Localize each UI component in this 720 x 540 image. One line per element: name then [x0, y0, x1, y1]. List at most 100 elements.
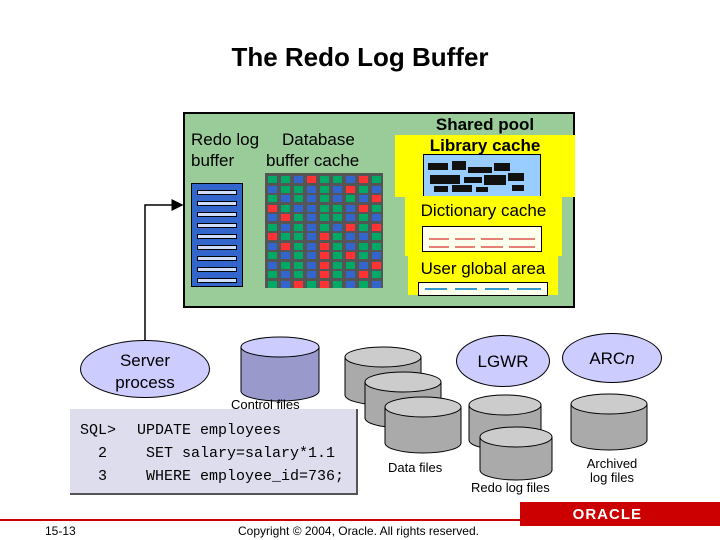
data-files-disks — [344, 346, 462, 454]
buffer-block — [333, 195, 342, 202]
archived-log-files-disk — [570, 393, 648, 451]
redo-log-buffer-label-1: Redo log — [191, 130, 260, 149]
buffer-block — [268, 204, 277, 212]
buffer-block — [307, 261, 316, 269]
buffer-block — [294, 185, 303, 193]
server-process-label-2: process — [115, 373, 175, 392]
copyright: Copyright © 2004, Oracle. All rights res… — [238, 524, 479, 538]
buffer-block — [372, 204, 381, 212]
buffer-block — [359, 233, 368, 240]
archived-log-files-label-2: log files — [589, 470, 635, 485]
sql-line-1: SQL> UPDATE employees — [80, 422, 282, 439]
sql-statement: SQL> UPDATE employees 2 SET salary=salar… — [70, 409, 358, 495]
buffer-block — [294, 242, 303, 250]
library-cache — [423, 154, 541, 198]
buffer-block — [359, 176, 368, 183]
buffer-block — [359, 195, 368, 202]
buffer-block — [333, 280, 342, 288]
buffer-block — [333, 204, 342, 212]
buffer-block — [333, 185, 342, 193]
buffer-block — [294, 195, 303, 202]
buffer-block — [359, 214, 368, 221]
page-title: The Redo Log Buffer — [231, 42, 489, 72]
buffer-block — [346, 176, 355, 183]
sql-line-2: 2 SET salary=salary*1.1 — [80, 445, 336, 462]
buffer-block — [320, 280, 329, 288]
buffer-block — [294, 271, 303, 278]
buffer-block — [307, 204, 316, 212]
db-buffer-cache-label-1: Database — [282, 130, 355, 149]
buffer-block — [268, 214, 277, 221]
buffer-block — [294, 176, 303, 183]
archived-log-files-label-1: Archived — [586, 456, 638, 471]
buffer-block — [281, 271, 290, 278]
buffer-block — [307, 252, 316, 259]
buffer-block — [307, 185, 316, 193]
uga-rows — [418, 282, 548, 296]
buffer-block — [346, 214, 355, 221]
buffer-block — [333, 261, 342, 269]
buffer-block — [281, 195, 290, 202]
buffer-block — [320, 242, 329, 250]
buffer-block — [268, 176, 277, 183]
shared-pool-label: Shared pool — [435, 115, 535, 134]
buffer-block — [268, 261, 277, 269]
buffer-block — [294, 214, 303, 221]
buffer-block — [268, 271, 277, 278]
buffer-block — [346, 233, 355, 240]
buffer-block — [359, 280, 368, 288]
buffer-block — [281, 204, 290, 212]
buffer-block — [281, 252, 290, 259]
buffer-block — [359, 261, 368, 269]
buffer-block — [320, 176, 329, 183]
buffer-block — [320, 261, 329, 269]
buffer-block — [307, 176, 316, 183]
buffer-block — [320, 204, 329, 212]
buffer-block — [372, 261, 381, 269]
buffer-block — [333, 214, 342, 221]
buffer-block — [307, 195, 316, 202]
buffer-block — [320, 195, 329, 202]
buffer-block — [294, 233, 303, 240]
buffer-block — [346, 223, 355, 231]
buffer-block — [268, 223, 277, 231]
buffer-block — [294, 223, 303, 231]
buffer-block — [372, 214, 381, 221]
buffer-block — [281, 280, 290, 288]
database-buffer-cache — [265, 173, 383, 288]
buffer-block — [346, 195, 355, 202]
buffer-block — [281, 176, 290, 183]
buffer-block — [359, 252, 368, 259]
buffer-block — [372, 271, 381, 278]
buffer-block — [320, 185, 329, 193]
buffer-block — [372, 280, 381, 288]
buffer-block — [307, 214, 316, 221]
data-files-label: Data files — [388, 460, 443, 475]
buffer-block — [294, 280, 303, 288]
control-files-label: Control files — [231, 397, 300, 412]
buffer-block — [281, 185, 290, 193]
library-cache-label: Library cache — [429, 136, 541, 155]
oracle-logo: ORACLE — [520, 502, 720, 526]
redo-log-buffer — [191, 183, 243, 287]
buffer-block — [359, 223, 368, 231]
buffer-block — [346, 204, 355, 212]
buffer-block — [359, 185, 368, 193]
buffer-block — [307, 242, 316, 250]
buffer-block — [372, 242, 381, 250]
uga-label: User global area — [420, 259, 546, 278]
buffer-block — [359, 242, 368, 250]
slide-number: 15-13 — [45, 524, 76, 538]
buffer-block — [333, 242, 342, 250]
buffer-block — [333, 271, 342, 278]
redo-log-files-label: Redo log files — [471, 480, 550, 495]
buffer-block — [320, 223, 329, 231]
buffer-block — [333, 176, 342, 183]
buffer-block — [372, 195, 381, 202]
buffer-block — [320, 233, 329, 240]
buffer-block — [320, 214, 329, 221]
buffer-block — [281, 242, 290, 250]
buffer-block — [372, 185, 381, 193]
buffer-block — [346, 280, 355, 288]
buffer-block — [268, 242, 277, 250]
